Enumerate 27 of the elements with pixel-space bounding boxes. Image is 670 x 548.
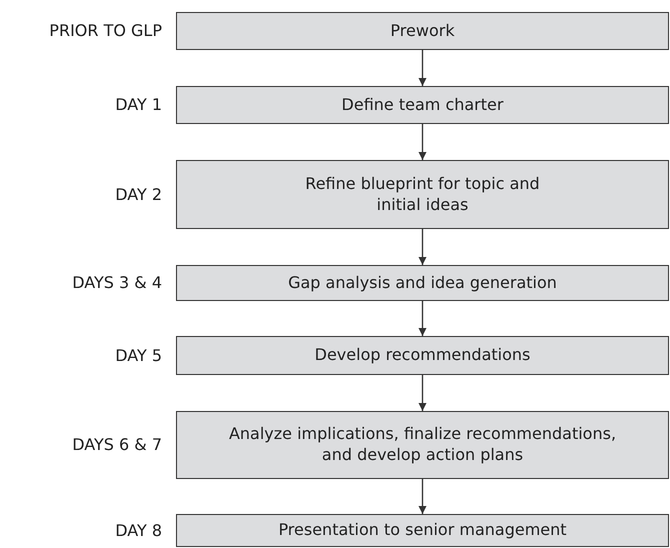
- arrow: [418, 229, 426, 265]
- process-box: [176, 86, 669, 124]
- step-text: Gap analysis and idea generation: [288, 272, 557, 294]
- day-label: DAY 5: [115, 346, 162, 364]
- step-text: Presentation to senior management: [278, 520, 567, 541]
- arrow: [418, 375, 426, 411]
- arrow: [418, 301, 426, 336]
- day-label: PRIOR TO GLP: [49, 21, 162, 40]
- day-label: DAY 2: [115, 184, 162, 204]
- process-box: [176, 411, 669, 479]
- arrow: [418, 124, 426, 160]
- day-label: DAYS 6 & 7: [72, 435, 162, 454]
- arrow: [418, 479, 426, 514]
- day-label: DAY 1: [115, 95, 162, 114]
- step-text: Develop recommendations: [314, 345, 530, 366]
- process-box: [176, 514, 669, 547]
- day-label: DAYS 3 & 4: [72, 273, 162, 292]
- day-label: DAY 8: [115, 520, 162, 540]
- process-box: [176, 336, 669, 375]
- process-box: [176, 160, 669, 229]
- step-text: Prework: [390, 20, 455, 42]
- step-text: Refine blueprint for topic and initial ideas: [304, 174, 541, 216]
- step-text: Analyze implications, finalize recommendations, and develop action plans: [228, 424, 618, 466]
- arrow: [418, 50, 426, 86]
- process-box: [176, 12, 669, 50]
- step-text: Define team charter: [342, 94, 504, 116]
- process-box: [176, 265, 669, 301]
